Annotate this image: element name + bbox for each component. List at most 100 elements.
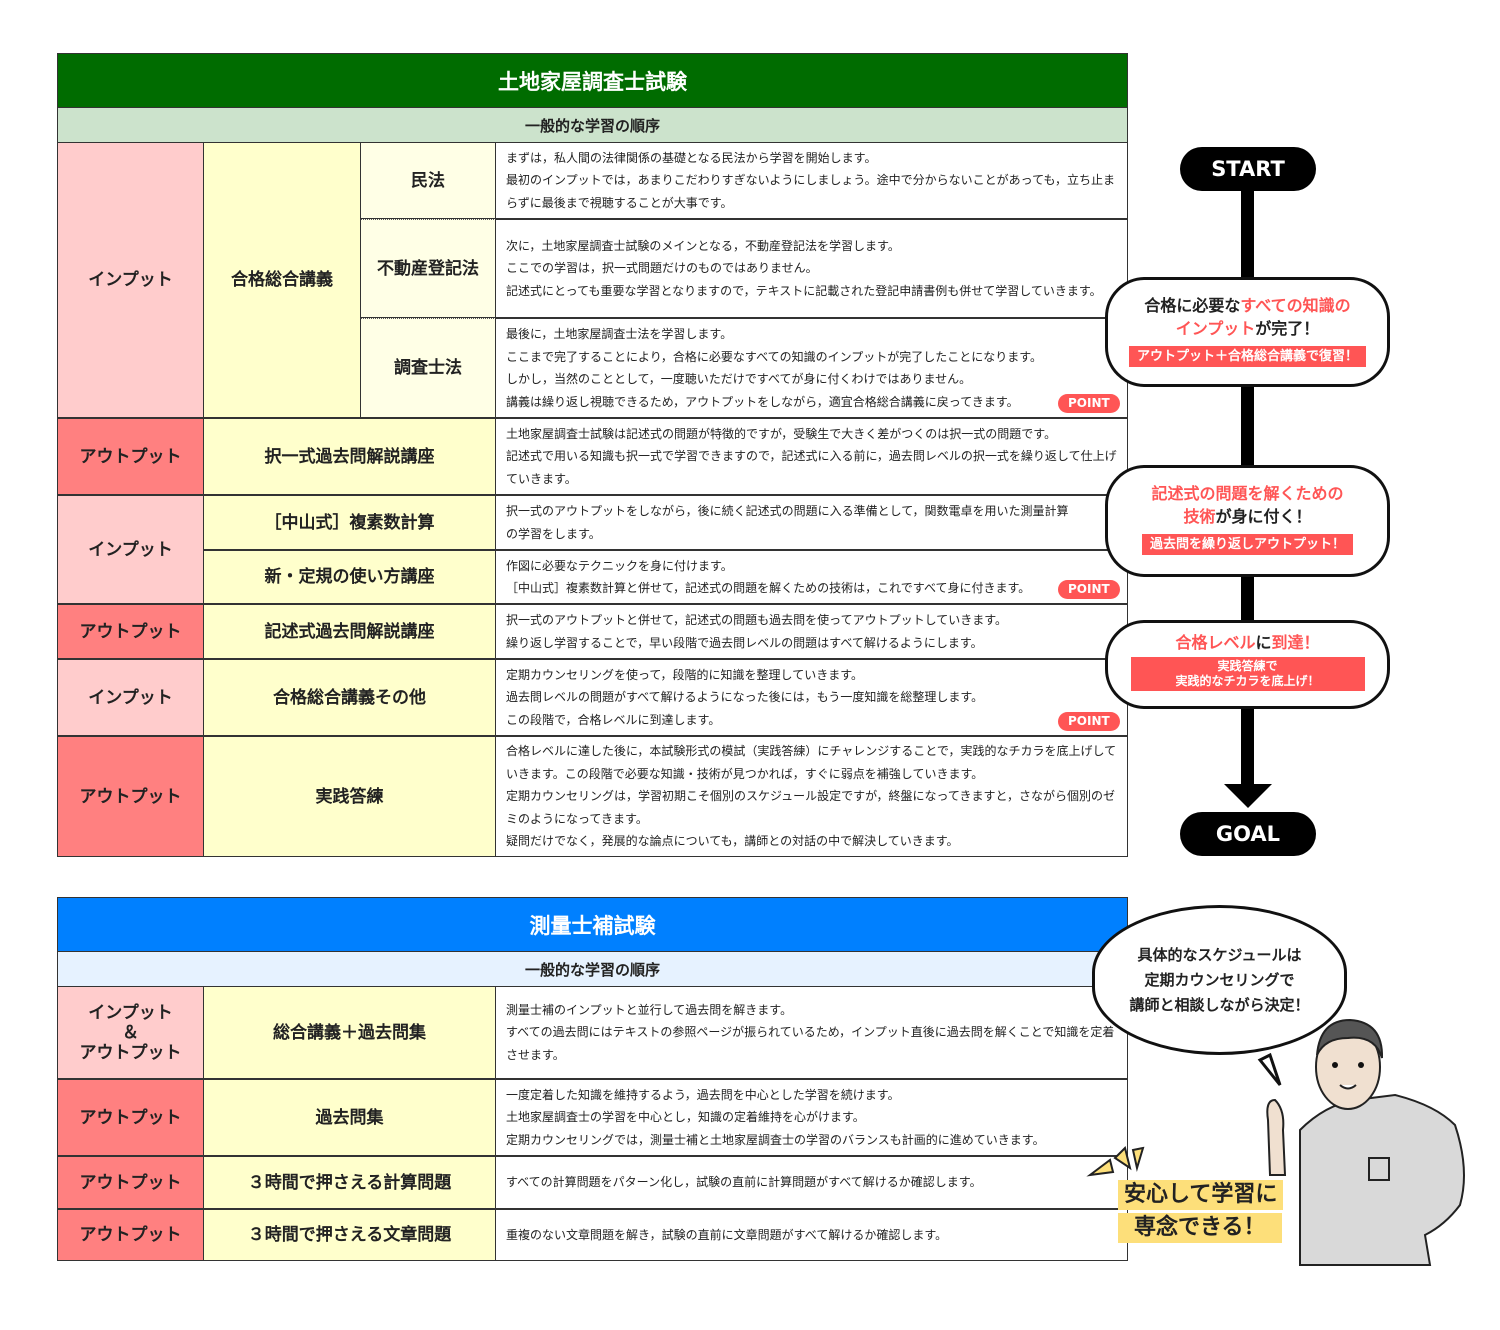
phase-label: アウトプット xyxy=(57,1209,204,1261)
phase-label: インプット xyxy=(57,142,204,418)
description-line: 択一式のアウトプットをしながら，後に続く記述式の問題に入る準備として，関数電卓を… xyxy=(506,504,1069,541)
description-line: 記述式にとっても重要な学習となりますので，テキストに記載された登記申請書例も併せ… xyxy=(506,283,1102,298)
description-line: ここでの学習は，択一式問題だけのものではありません。 xyxy=(506,261,818,276)
description-line: ［中山式］複素数計算と併せて，記述式の問題を解くための技術は，これですべて身に付… xyxy=(506,581,1031,595)
caption-line-1: 安心して学習に xyxy=(1118,1180,1284,1210)
description-line: 作図に必要なテクニックを身に付けます。 xyxy=(506,558,733,573)
course-name: ３時間で押さえる計算問題 xyxy=(203,1156,496,1209)
description-line: 土地家屋調査士の学習を中心とし，知識の定着維持を心がけます。 xyxy=(506,1110,865,1125)
speech-line-3: 講師と相談しながら決定！ xyxy=(1129,995,1310,1014)
description-cell: 最後に，土地家屋調査士法を学習します。ここまで完了することにより，合格に必要なす… xyxy=(495,318,1128,418)
subject-name: 民法 xyxy=(360,142,496,219)
point-badge: POINT xyxy=(1058,580,1120,599)
description-cell: 作図に必要なテクニックを身に付けます。 ［中山式］複素数計算と併せて，記述式の問題… xyxy=(495,550,1128,604)
description-cell: 合格レベルに達した後に，本試験形式の模試（実践答練）にチャレンジすることで，実践… xyxy=(495,736,1128,857)
table1-title: 土地家屋調査士試験 xyxy=(57,53,1128,108)
description-line: 測量士補のインプットと並行して過去問を解きます。 xyxy=(506,1002,793,1017)
phase-label: アウトプット xyxy=(57,1079,204,1156)
description-line: 疑問だけでなく，発展的な論点についても，講師との対話の中で解決していきます。 xyxy=(506,834,959,849)
b2-band: 過去問を繰り返しアウトプット！ xyxy=(1141,534,1353,555)
description-line: ここまで完了することにより，合格に必要なすべての知識のインプットが完了したことに… xyxy=(506,349,1043,364)
description-line: 記述式で用いる知識も択一式で学習できますので，記述式に入る前に，過去問レベルの択… xyxy=(506,449,1117,486)
course-name: ３時間で押さえる文章問題 xyxy=(203,1209,496,1261)
caption-line-2: 専念できる！ xyxy=(1118,1213,1282,1243)
description-line: まずは，私人間の法律関係の基礎となる民法から学習を開始します。 xyxy=(506,150,877,165)
b2-c: が身に付く！ xyxy=(1215,507,1312,526)
description-line: 最初のインプットでは，あまりこだわりすぎないようにしましょう。途中で分からないこ… xyxy=(506,173,1116,210)
start-label: START xyxy=(1180,147,1316,191)
callout-technique: 記述式の問題を解くための 技術が身に付く！ 過去問を繰り返しアウトプット！ xyxy=(1105,465,1390,577)
phase-label: アウトプット xyxy=(57,418,204,495)
description-line: 最後に，土地家屋調査士法を学習します。 xyxy=(506,327,733,341)
description-line: この段階で，合格レベルに到達します。 xyxy=(506,712,721,727)
phase-label: インプット xyxy=(57,659,204,736)
phase-label: アウトプット xyxy=(57,604,204,659)
description-line: 一度定着した知識を維持するよう，過去問を中心とした学習を続けます。 xyxy=(506,1087,900,1102)
description-line: 定期カウンセリングでは，測量士補と土地家屋調査士の学習のバランスも計画的に進めて… xyxy=(506,1132,1045,1147)
description-line: すべての過去問にはテキストの参照ページが振られているため，インプット直後に過去問… xyxy=(506,1025,1115,1062)
description-line: 過去問レベルの問題がすべて解けるようになった後には，もう一度知識を総整理します。 xyxy=(506,690,984,705)
b1-b: すべての知識の xyxy=(1240,296,1351,315)
description-line: 重複のない文章問題を解き，試験の直前に文章問題がすべて解けるか確認します。 xyxy=(506,1227,948,1242)
description-line: 定期カウンセリングは，学習初期こそ個別のスケジュール設定ですが，終盤になってきま… xyxy=(506,789,1116,826)
speech-line-1: 具体的なスケジュールは xyxy=(1137,945,1302,964)
description-line: 講義は繰り返し視聴できるため，アウトプットをしながら，適宜合格総合講義に戻ってき… xyxy=(506,394,1019,409)
description-cell: 土地家屋調査士試験は記述式の問題が特徴的ですが，受験生で大きく差がつくのは択一式… xyxy=(495,418,1128,495)
point-badge: POINT xyxy=(1058,394,1120,413)
point-badge: POINT xyxy=(1058,712,1120,731)
subject-name: 不動産登記法 xyxy=(360,219,496,318)
description-cell: 一度定着した知識を維持するよう，過去問を中心とした学習を続けます。土地家屋調査士… xyxy=(495,1079,1128,1156)
course-name: 過去問集 xyxy=(203,1079,496,1156)
subject-name: 調査士法 xyxy=(360,318,496,418)
b2-b: 技術 xyxy=(1183,507,1216,526)
callout-pass-level: 合格レベルに到達！ 実践答練で実践的なチカラを底上げ！ xyxy=(1105,620,1390,709)
description-line: 土地家屋調査士試験は記述式の問題が特徴的ですが，受験生で大きく差がつくのは択一式… xyxy=(506,426,1057,441)
course-name: ［中山式］複素数計算 xyxy=(203,495,496,550)
course-name: 記述式過去問解説講座 xyxy=(203,604,496,659)
course-name: 合格総合講義その他 xyxy=(203,659,496,736)
b1-band: アウトプット＋合格総合講義で復習！ xyxy=(1128,346,1366,367)
b2-a: 記述式の問題を解くための xyxy=(1151,484,1344,503)
course-name: 合格総合講義 xyxy=(203,142,361,418)
phase-label: アウトプット xyxy=(57,1156,204,1209)
instructor-illustration xyxy=(1086,1018,1465,1266)
phase-label: インプット ＆ アウトプット xyxy=(57,986,204,1079)
b1-a: 合格に必要な xyxy=(1144,296,1241,315)
description-cell: まずは，私人間の法律関係の基礎となる民法から学習を開始します。最初のインプットで… xyxy=(495,142,1128,219)
description-cell: 択一式のアウトプットをしながら，後に続く記述式の問題に入る準備として，関数電卓を… xyxy=(495,495,1128,550)
description-line: 定期カウンセリングを使って，段階的に知識を整理していきます。 xyxy=(506,667,864,682)
description-line: 次に，土地家屋調査士試験のメインとなる，不動産登記法を学習します。 xyxy=(506,238,900,253)
description-line: しかし，当然のこととして，一度聴いただけですべてが身に付くわけではありません。 xyxy=(506,372,972,386)
b1-c: インプット xyxy=(1175,319,1256,338)
goal-label: GOAL xyxy=(1180,812,1316,856)
speech-line-2: 定期カウンセリングで xyxy=(1144,970,1295,989)
b3-a: 合格レベル xyxy=(1175,633,1256,652)
b3-c: 到達！ xyxy=(1271,633,1320,652)
description-cell: 測量士補のインプットと並行して過去問を解きます。すべての過去問にはテキストの参照… xyxy=(495,986,1128,1079)
description-cell: 重複のない文章問題を解き，試験の直前に文章問題がすべて解けるか確認します。 xyxy=(495,1209,1128,1261)
table2-subtitle: 一般的な学習の順序 xyxy=(57,951,1128,987)
phase-label: インプット xyxy=(57,495,204,604)
description-line: 合格レベルに達した後に，本試験形式の模試（実践答練）にチャレンジすることで，実践… xyxy=(506,744,1117,781)
description-cell: 定期カウンセリングを使って，段階的に知識を整理していきます。過去問レベルの問題が… xyxy=(495,659,1128,736)
description-cell: 次に，土地家屋調査士試験のメインとなる，不動産登記法を学習します。ここでの学習は… xyxy=(495,219,1128,318)
table2-title: 測量士補試験 xyxy=(57,897,1128,952)
description-line: 繰り返し学習することで，早い段階で過去問レベルの問題はすべて解けるようにします。 xyxy=(506,635,983,650)
b3-band1: 実践答練で xyxy=(1217,659,1278,673)
b3-band2: 実践的なチカラを底上げ！ xyxy=(1175,674,1320,688)
description-cell: すべての計算問題をパターン化し，試験の直前に計算問題がすべて解けるか確認します。 xyxy=(495,1156,1128,1209)
course-name: 総合講義＋過去問集 xyxy=(203,986,496,1079)
b3-b: に xyxy=(1255,633,1272,652)
callout-input-complete: 合格に必要なすべての知識の インプットが完了！ アウトプット＋合格総合講義で復習… xyxy=(1105,277,1390,387)
arrow-down-icon xyxy=(1224,784,1272,808)
course-name: 実践答練 xyxy=(203,736,496,857)
thought-cloud: 具体的なスケジュールは 定期カウンセリングで 講師と相談しながら決定！ xyxy=(1092,905,1347,1055)
course-name: 択一式過去問解説講座 xyxy=(203,418,496,495)
phase-label: アウトプット xyxy=(57,736,204,857)
description-line: 択一式のアウトプットと併せて，記述式の問題も過去問を使ってアウトプットしていきま… xyxy=(506,613,1008,627)
table1-subtitle: 一般的な学習の順序 xyxy=(57,107,1128,143)
b1-d: が完了！ xyxy=(1255,319,1320,338)
course-name: 新・定規の使い方講座 xyxy=(203,550,496,604)
b3-band: 実践答練で実践的なチカラを底上げ！ xyxy=(1130,657,1365,691)
description-line: すべての計算問題をパターン化し，試験の直前に計算問題がすべて解けるか確認します。 xyxy=(506,1175,982,1190)
